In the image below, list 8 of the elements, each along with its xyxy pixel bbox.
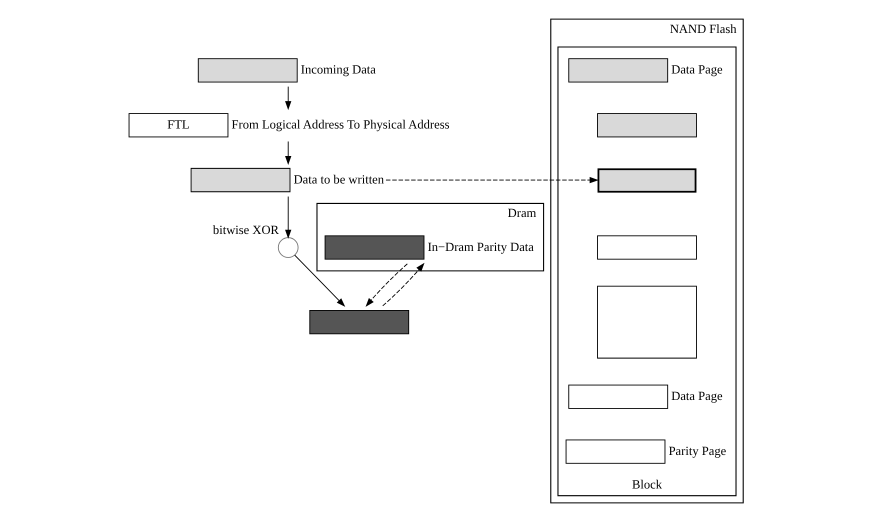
node-label: Data Page (671, 389, 723, 404)
node-label: Data Page (671, 62, 723, 77)
node-label: From Logical Address To Physical Address (232, 118, 450, 132)
node-label: In−Dram Parity Data (428, 240, 534, 254)
node-label: Parity Page (668, 444, 726, 458)
node-label: Incoming Data (300, 62, 376, 77)
node-label: Data to be written (294, 172, 384, 186)
node-label: bitwise XOR (212, 223, 279, 238)
